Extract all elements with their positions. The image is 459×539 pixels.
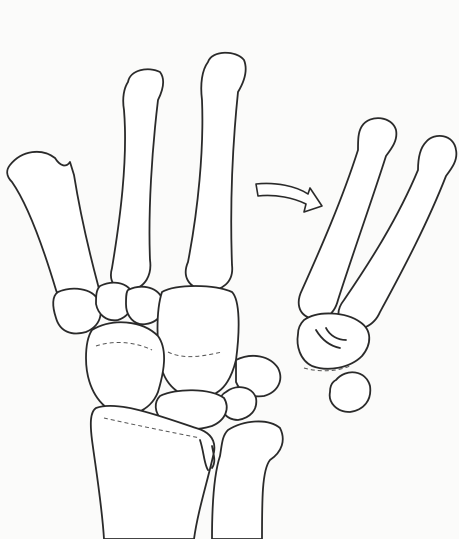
trapezium [53,289,100,334]
middle-metacarpal [186,53,246,291]
segment-round-bone [330,372,371,412]
transferred-segment [298,118,457,412]
index-metacarpal [111,69,163,290]
transfer-arrow-icon [256,183,322,212]
thumb-metacarpal [7,152,99,310]
segment-carpal [298,313,370,368]
main-hand [7,53,283,539]
ulna [212,421,283,539]
capitate [158,286,239,398]
scaphoid [86,322,164,414]
